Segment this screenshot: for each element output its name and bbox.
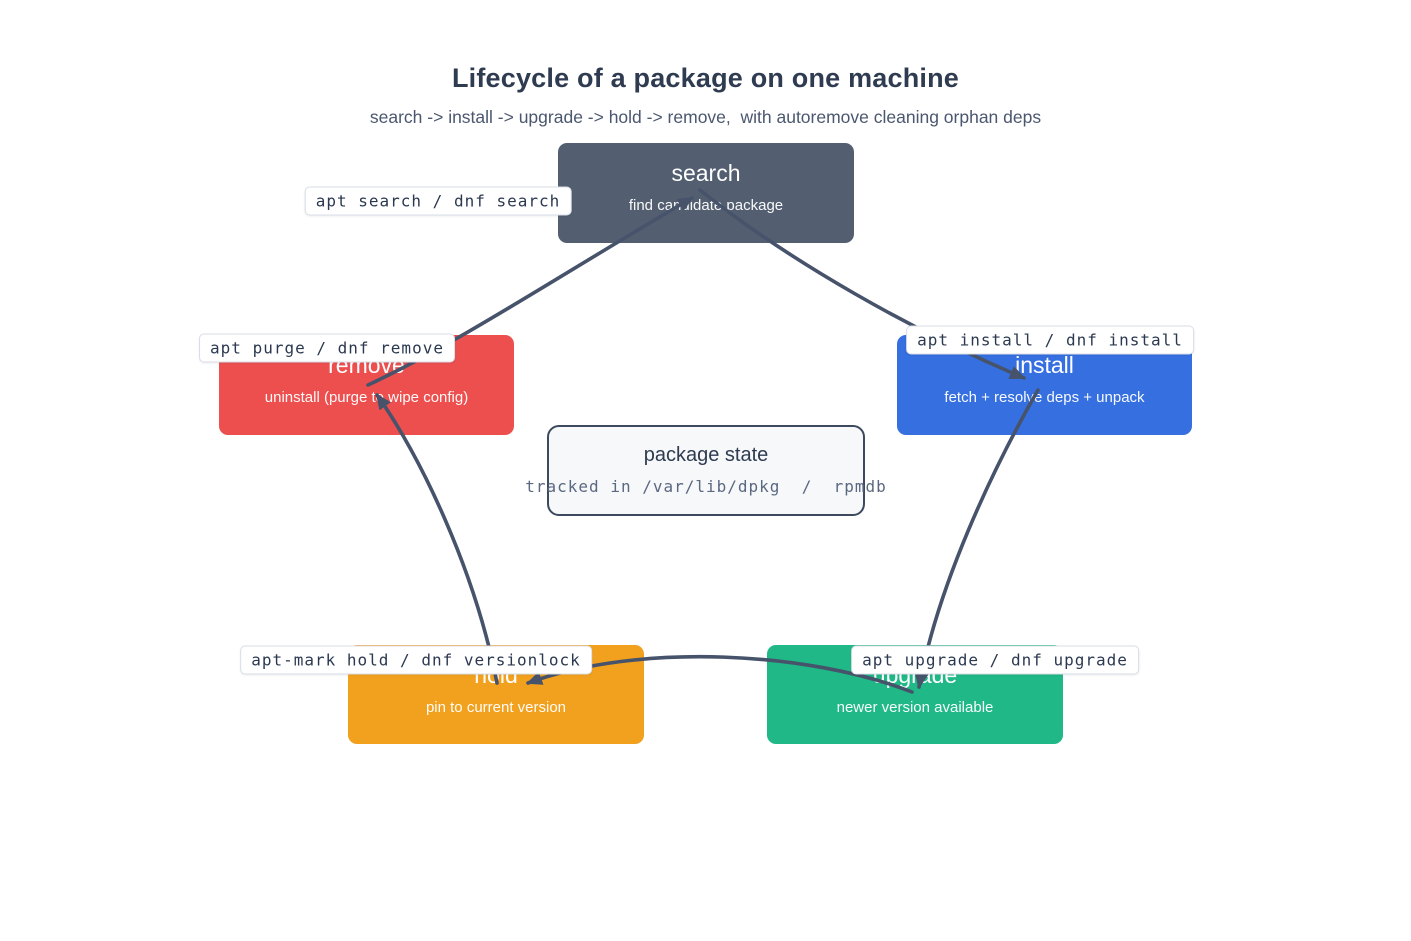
cmd-label-upgrade: apt upgrade / dnf upgrade xyxy=(851,645,1139,675)
package-state-title: package state xyxy=(643,444,769,466)
node-remove-subtitle: uninstall (purge to wipe config) xyxy=(264,389,469,406)
page-title: Lifecycle of a package on one machine xyxy=(451,63,960,93)
node-install-title: install xyxy=(1015,352,1074,378)
node-search-subtitle: find candidate package xyxy=(628,197,784,214)
page-subtitle: search -> install -> upgrade -> hold -> … xyxy=(369,107,1042,127)
node-search-title: search xyxy=(671,160,741,186)
package-state-subtitle: tracked in /var/lib/dpkg / rpmdb xyxy=(525,477,887,496)
cmd-label-hold: apt-mark hold / dnf versionlock xyxy=(240,645,592,675)
edge-hold-to-remove xyxy=(375,393,499,685)
node-install-subtitle: fetch + resolve deps + unpack xyxy=(944,389,1145,406)
cmd-label-install: apt install / dnf install xyxy=(906,325,1194,355)
node-hold-subtitle: pin to current version xyxy=(425,699,567,716)
package-state-box: package state tracked in /var/lib/dpkg /… xyxy=(525,425,886,516)
node-search: search find candidate package xyxy=(558,143,854,243)
cmd-label-remove: apt purge / dnf remove xyxy=(199,333,455,363)
node-upgrade-subtitle: newer version available xyxy=(836,699,994,716)
cmd-label-search: apt search / dnf search xyxy=(304,186,572,216)
